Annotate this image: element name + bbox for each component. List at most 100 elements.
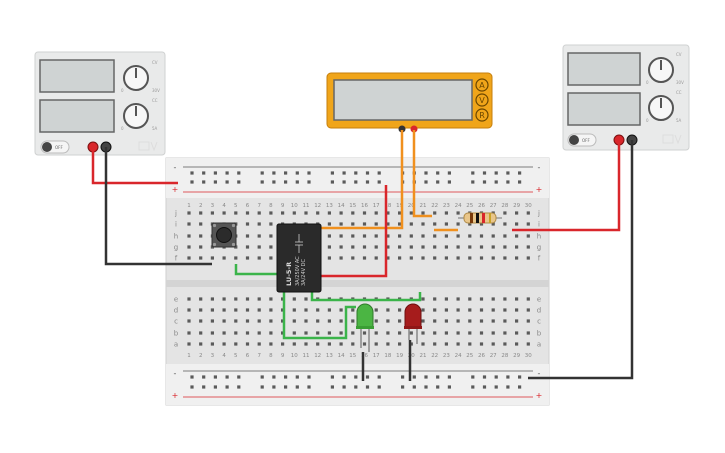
terminal-hole[interactable] bbox=[526, 297, 530, 301]
wire-relay-leds[interactable] bbox=[310, 288, 422, 302]
terminal-hole[interactable] bbox=[187, 211, 191, 215]
terminal-hole[interactable] bbox=[491, 319, 495, 323]
rail-hole[interactable] bbox=[365, 180, 370, 184]
terminal-hole[interactable] bbox=[503, 331, 507, 335]
terminal-hole[interactable] bbox=[257, 256, 261, 260]
terminal-hole[interactable] bbox=[281, 308, 285, 312]
rail-hole[interactable] bbox=[482, 171, 487, 175]
power-supply-right[interactable]: CV 30V 0 CC 5A 0 OFF bbox=[562, 44, 690, 151]
terminal-hole[interactable] bbox=[468, 234, 472, 238]
terminal-hole[interactable] bbox=[199, 331, 203, 335]
power-switch-right[interactable]: OFF bbox=[567, 133, 597, 147]
rail-hole[interactable] bbox=[284, 385, 288, 389]
rail-hole[interactable] bbox=[436, 375, 440, 379]
terminal-hole[interactable] bbox=[421, 331, 425, 335]
terminal-hole[interactable] bbox=[257, 222, 261, 226]
rail-hole[interactable] bbox=[307, 180, 311, 184]
terminal-hole[interactable] bbox=[386, 234, 390, 238]
terminal-hole[interactable] bbox=[409, 342, 413, 346]
rail-hole[interactable] bbox=[494, 171, 498, 175]
terminal-hole[interactable] bbox=[479, 308, 484, 312]
terminal-hole[interactable] bbox=[503, 319, 507, 323]
terminal-hole[interactable] bbox=[316, 319, 320, 323]
led-green[interactable] bbox=[356, 303, 374, 352]
terminal-hole[interactable] bbox=[409, 245, 413, 249]
rail-hole[interactable] bbox=[190, 180, 194, 184]
terminal-hole[interactable] bbox=[491, 297, 495, 301]
rail-hole[interactable] bbox=[354, 171, 358, 175]
terminal-hole[interactable] bbox=[292, 211, 296, 215]
terminal-hole[interactable] bbox=[292, 297, 296, 301]
terminal-hole[interactable] bbox=[351, 342, 355, 346]
terminal-hole[interactable] bbox=[456, 211, 460, 215]
terminal-hole[interactable] bbox=[257, 331, 261, 335]
terminal-hole[interactable] bbox=[187, 256, 191, 260]
terminal-hole[interactable] bbox=[281, 342, 285, 346]
terminal-hole[interactable] bbox=[515, 234, 519, 238]
multimeter-probe-red[interactable] bbox=[410, 125, 418, 133]
terminal-hole[interactable] bbox=[269, 331, 273, 335]
terminal-hole[interactable] bbox=[421, 342, 425, 346]
terminal-hole[interactable] bbox=[526, 331, 530, 335]
voltage-knob-right[interactable] bbox=[648, 57, 674, 83]
terminal-hole[interactable] bbox=[526, 234, 530, 238]
rail-hole[interactable] bbox=[284, 375, 288, 379]
terminal-hole[interactable] bbox=[386, 308, 390, 312]
rail-hole[interactable] bbox=[401, 385, 405, 389]
terminal-hole[interactable] bbox=[187, 319, 191, 323]
terminal-hole[interactable] bbox=[433, 245, 437, 249]
terminal-hole[interactable] bbox=[374, 319, 378, 323]
terminal-hole[interactable] bbox=[444, 222, 448, 226]
terminal-hole[interactable] bbox=[222, 342, 226, 346]
rail-hole[interactable] bbox=[225, 171, 229, 175]
terminal-hole[interactable] bbox=[362, 211, 367, 215]
terminal-hole[interactable] bbox=[281, 297, 285, 301]
terminal-hole[interactable] bbox=[234, 308, 238, 312]
wire-meter-red[interactable] bbox=[412, 130, 432, 218]
terminal-hole[interactable] bbox=[222, 256, 226, 260]
wire-left-positive[interactable] bbox=[91, 147, 178, 185]
terminal-hole[interactable] bbox=[421, 245, 425, 249]
terminal-hole[interactable] bbox=[468, 245, 472, 249]
rail-hole[interactable] bbox=[190, 171, 194, 175]
terminal-hole[interactable] bbox=[468, 256, 472, 260]
led-red[interactable] bbox=[404, 303, 422, 344]
terminal-hole[interactable] bbox=[199, 245, 203, 249]
rail-hole[interactable] bbox=[365, 375, 370, 379]
rail-hole[interactable] bbox=[471, 385, 475, 389]
terminal-hole[interactable] bbox=[292, 331, 296, 335]
rail-hole[interactable] bbox=[342, 171, 346, 175]
rail-hole[interactable] bbox=[482, 375, 487, 379]
rail-hole[interactable] bbox=[272, 180, 276, 184]
wire-left-negative[interactable] bbox=[104, 147, 212, 266]
terminal-hole[interactable] bbox=[515, 308, 519, 312]
terminal-hole[interactable] bbox=[351, 234, 355, 238]
rail-hole[interactable] bbox=[365, 171, 370, 175]
terminal-hole[interactable] bbox=[409, 211, 413, 215]
rail-hole[interactable] bbox=[272, 385, 276, 389]
terminal-hole[interactable] bbox=[316, 331, 320, 335]
rail-hole[interactable] bbox=[506, 375, 510, 379]
rail-hole[interactable] bbox=[330, 180, 334, 184]
terminal-hole[interactable] bbox=[386, 222, 390, 226]
terminal-hole[interactable] bbox=[444, 342, 448, 346]
rail-hole[interactable] bbox=[284, 180, 288, 184]
terminal-hole[interactable] bbox=[362, 234, 367, 238]
terminal-hole[interactable] bbox=[187, 245, 191, 249]
rail-hole[interactable] bbox=[482, 385, 487, 389]
terminal-hole[interactable] bbox=[257, 319, 261, 323]
terminal-hole[interactable] bbox=[199, 211, 203, 215]
terminal-hole[interactable] bbox=[456, 245, 460, 249]
terminal-hole[interactable] bbox=[245, 211, 250, 215]
terminal-hole[interactable] bbox=[362, 256, 367, 260]
terminal-hole[interactable] bbox=[515, 222, 519, 226]
terminal-hole[interactable] bbox=[444, 297, 448, 301]
terminal-hole[interactable] bbox=[398, 331, 402, 335]
terminal-hole[interactable] bbox=[339, 245, 343, 249]
terminal-hole[interactable] bbox=[479, 297, 484, 301]
terminal-hole[interactable] bbox=[398, 319, 402, 323]
terminal-hole[interactable] bbox=[245, 331, 250, 335]
terminal-hole[interactable] bbox=[199, 319, 203, 323]
terminal-hole[interactable] bbox=[339, 222, 343, 226]
terminal-hole[interactable] bbox=[479, 331, 484, 335]
